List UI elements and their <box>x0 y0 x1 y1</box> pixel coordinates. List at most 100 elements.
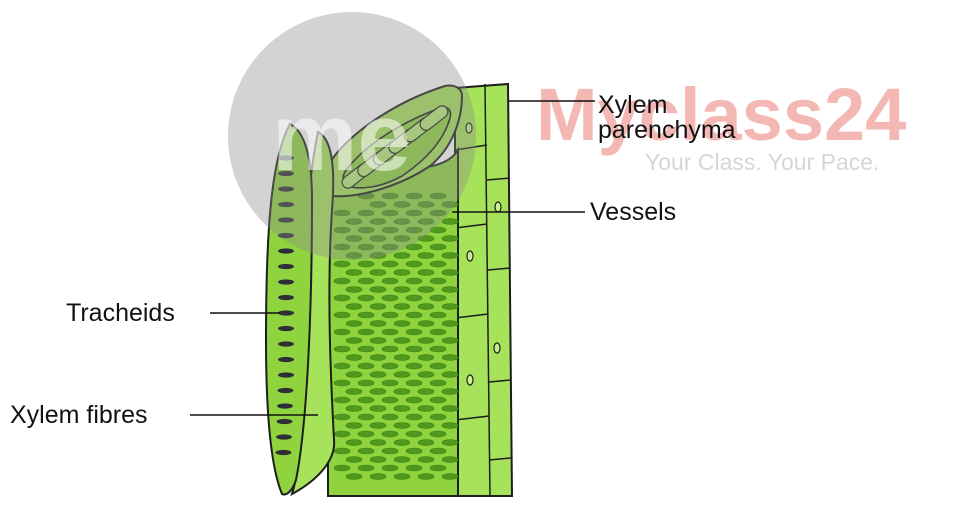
tracheid-pit <box>277 403 293 408</box>
vessel-pit <box>394 321 410 327</box>
vessel-pit <box>334 312 350 318</box>
vessel-pit <box>442 389 458 395</box>
vessel-pit <box>382 431 398 437</box>
vessel-pit <box>394 372 410 378</box>
vessel-pit <box>418 321 434 327</box>
vessel-pit <box>406 380 422 386</box>
tracheid-pit <box>278 295 294 300</box>
vessel-pit <box>358 363 374 369</box>
vessel-pit <box>370 474 386 480</box>
vessel-pit <box>430 465 446 471</box>
vessel-pit <box>346 355 362 361</box>
vessel-pit <box>394 457 410 463</box>
vessel-pit <box>358 312 374 318</box>
vessel-pit <box>430 244 446 250</box>
vessel-pit <box>370 457 386 463</box>
vessel-pit <box>358 295 374 301</box>
vessel-pit <box>334 465 350 471</box>
vessel-pit <box>370 440 386 446</box>
vessel-pit <box>370 372 386 378</box>
vessel-pit <box>394 406 410 412</box>
vessel-pit <box>370 355 386 361</box>
vessel-pit <box>346 372 362 378</box>
vessel-pit <box>334 414 350 420</box>
vessel-pit <box>418 287 434 293</box>
vessel-pit <box>442 287 458 293</box>
vessel-pit <box>418 406 434 412</box>
vessel-pit <box>382 329 398 335</box>
vessel-pit <box>346 423 362 429</box>
vessel-pit <box>358 431 374 437</box>
vessel-pit <box>418 440 434 446</box>
vessel-pit <box>394 389 410 395</box>
vessel-pit <box>442 440 458 446</box>
tracheid-pit <box>278 388 294 393</box>
vessel-pit <box>418 304 434 310</box>
tracheid-pit <box>278 310 294 315</box>
vessel-pit <box>394 287 410 293</box>
vessel-pit <box>394 423 410 429</box>
vessel-pit <box>382 397 398 403</box>
vessel-pit <box>406 278 422 284</box>
vessel-pit <box>442 355 458 361</box>
parenchyma-nucleus <box>494 343 500 353</box>
vessel-pit <box>346 474 362 480</box>
vessel-pit <box>442 321 458 327</box>
tracheid-pit <box>278 357 294 362</box>
vessel-pit <box>382 414 398 420</box>
tracheid-pit <box>277 419 293 424</box>
vessel-pit <box>370 389 386 395</box>
vessel-pit <box>406 363 422 369</box>
vessel-pit <box>358 329 374 335</box>
tracheid-pit <box>278 341 294 346</box>
vessel-pit <box>406 431 422 437</box>
vessel-pit <box>370 270 386 276</box>
vessel-pit <box>430 261 446 267</box>
vessel-pit <box>442 372 458 378</box>
vessel-pit <box>394 440 410 446</box>
vessel-pit <box>430 363 446 369</box>
vessel-pit <box>442 423 458 429</box>
vessel-pit <box>334 295 350 301</box>
vessel-pit <box>406 329 422 335</box>
vessel-pit <box>382 363 398 369</box>
watermark-logo: me Myclass24 Your Class. Your Pace. <box>228 12 906 260</box>
vessel-pit <box>430 431 446 437</box>
vessel-pit <box>358 278 374 284</box>
vessel-pit <box>442 219 458 225</box>
vessel-pit <box>358 380 374 386</box>
vessel-pit <box>382 380 398 386</box>
vessel-pit <box>382 448 398 454</box>
vessel-pit <box>394 270 410 276</box>
vessel-pit <box>358 448 374 454</box>
tracheid-pit <box>278 248 294 253</box>
tracheid-pit <box>276 434 292 439</box>
vessel-pit <box>406 397 422 403</box>
vessel-pit <box>358 346 374 352</box>
vessel-pit <box>370 321 386 327</box>
vessel-pit <box>334 448 350 454</box>
vessel-pit <box>334 261 350 267</box>
vessel-pit <box>334 431 350 437</box>
vessel-pit <box>418 423 434 429</box>
vessel-pit <box>346 457 362 463</box>
vessel-pit <box>334 346 350 352</box>
vessel-pit <box>430 397 446 403</box>
vessel-pit <box>418 355 434 361</box>
vessel-pit <box>442 338 458 344</box>
tracheid-pit <box>276 450 292 455</box>
vessel-pit <box>418 270 434 276</box>
vessel-pit <box>358 465 374 471</box>
vessel-pit <box>430 295 446 301</box>
vessel-pit <box>418 457 434 463</box>
label-tracheids: Tracheids <box>66 301 175 325</box>
vessel-pit <box>406 261 422 267</box>
vessel-pit <box>358 397 374 403</box>
tracheid-pit <box>278 372 294 377</box>
vessel-pit <box>430 448 446 454</box>
label-vessels: Vessels <box>590 200 676 224</box>
label-xylem-fibres: Xylem fibres <box>10 403 148 427</box>
vessel-pit <box>334 380 350 386</box>
vessel-pit <box>442 457 458 463</box>
